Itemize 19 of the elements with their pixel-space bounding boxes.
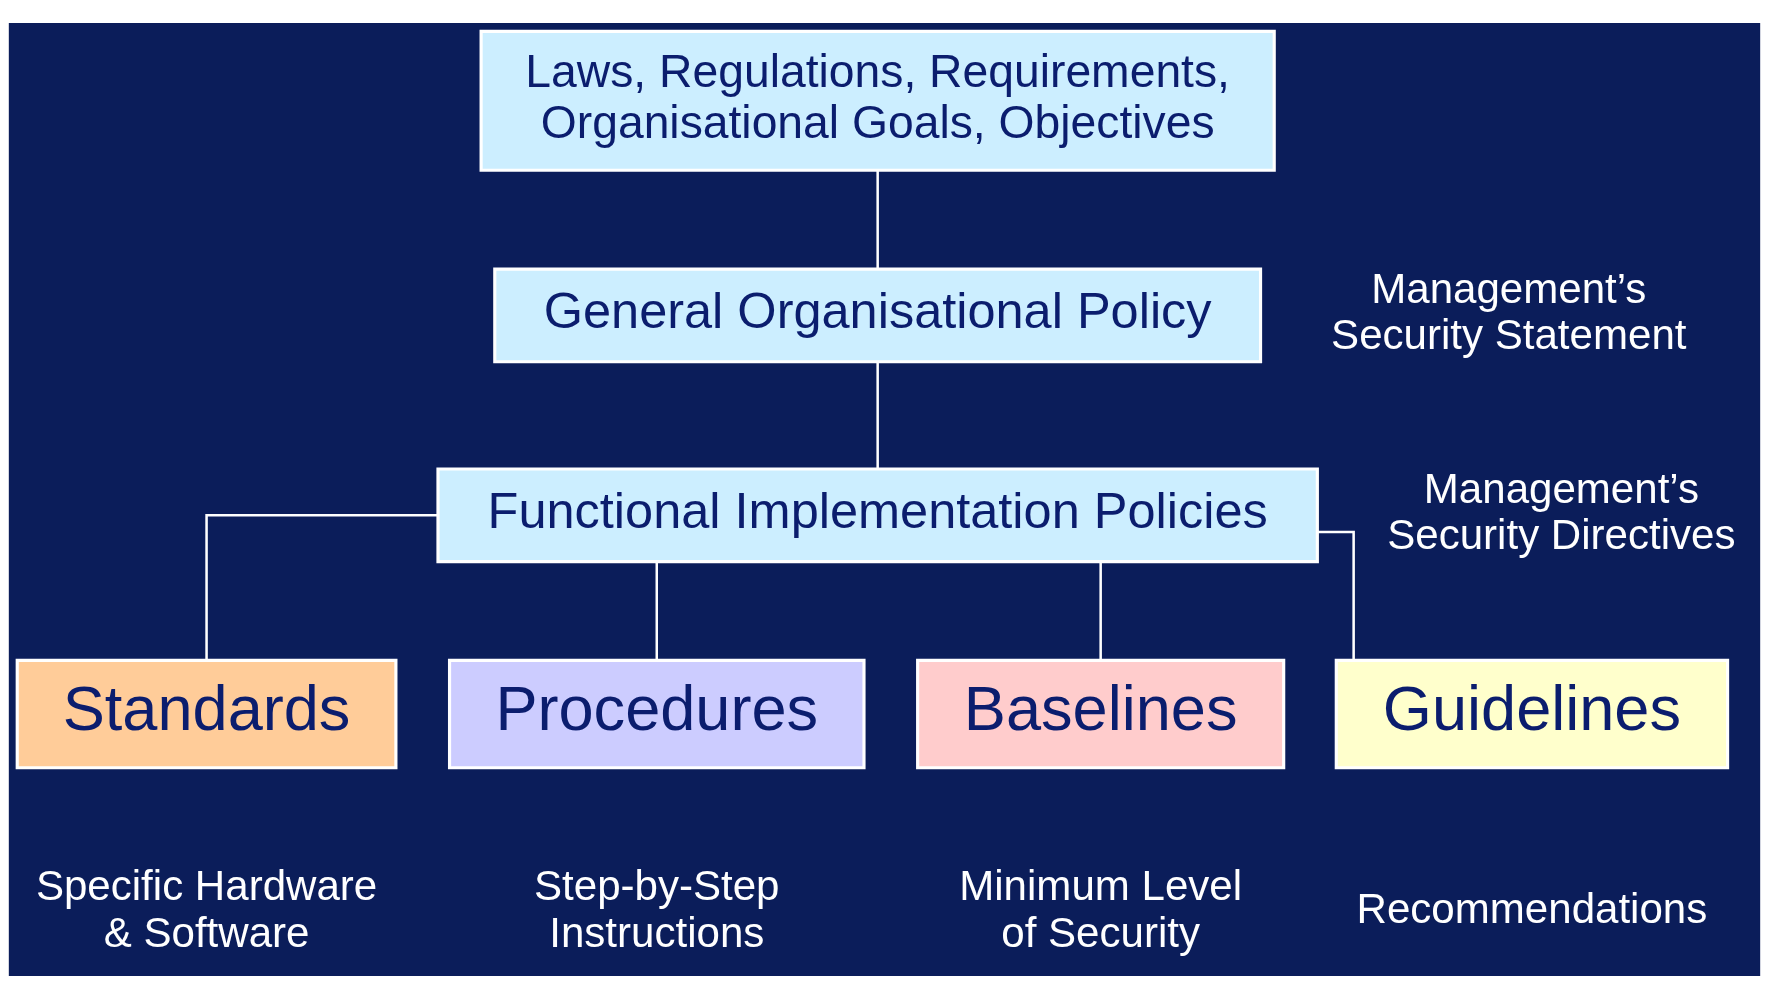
node-label: Minimum Level of Security: [959, 861, 1243, 956]
node-box: Functional Implementation Policies: [436, 466, 1319, 563]
node-box: General Organisational Policy: [493, 267, 1263, 363]
node-box: Standards: [15, 658, 398, 769]
node-box: Baselines: [916, 658, 1286, 769]
connector: [655, 561, 659, 660]
node-label: Specific Hardware & Software: [35, 861, 378, 956]
node-box: Procedures: [447, 658, 866, 769]
node-label: Management’s Security Directives: [1387, 464, 1736, 558]
node-label: Step-by-Step Instructions: [534, 861, 780, 956]
node-label: Management’s Security Statement: [1331, 264, 1687, 358]
connector: [1317, 530, 1355, 659]
node-box: Laws, Regulations, Requirements, Organisational Goals, Objectives: [479, 29, 1276, 172]
node-box: Guidelines: [1334, 658, 1730, 769]
node-label: Recommendations: [1356, 884, 1708, 932]
connector: [1099, 561, 1102, 660]
connector: [876, 361, 879, 468]
connector: [205, 513, 438, 660]
connector: [876, 170, 879, 269]
